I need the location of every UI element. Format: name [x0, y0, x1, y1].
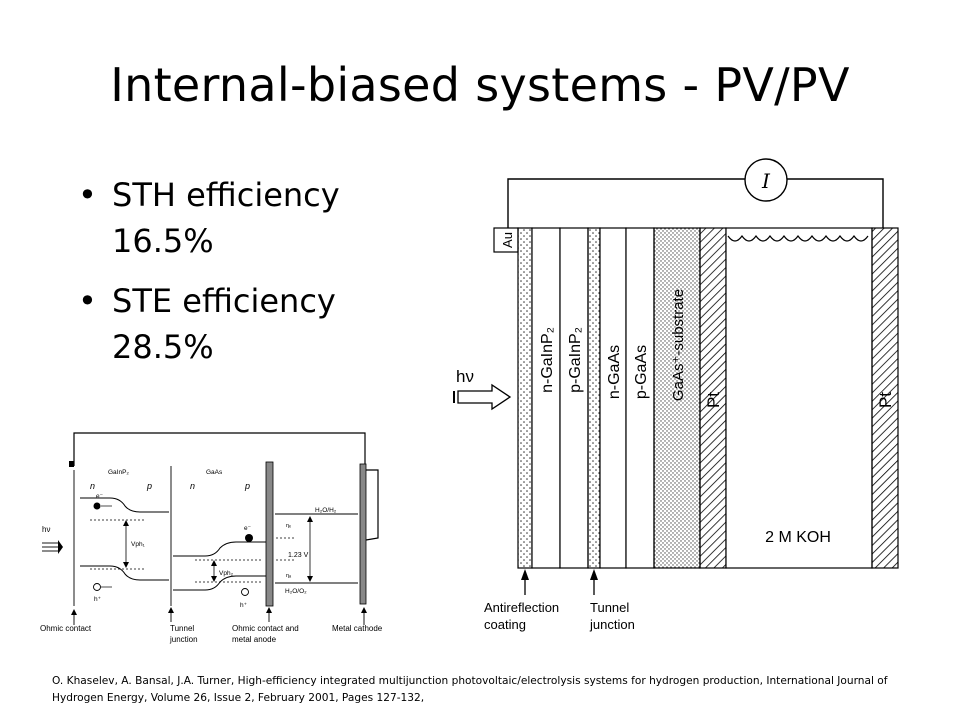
redox-bottom: H₂O/O₂	[285, 588, 307, 595]
label-ohmic-contact: Ohmic contact	[40, 624, 92, 633]
electrolyte-chamber	[725, 227, 873, 569]
eta-a: ηₐ	[286, 573, 292, 579]
label-pt-left: Pt	[704, 392, 723, 408]
region-n1: n	[90, 481, 95, 491]
bullet-list: STH efficiency 16.5% STE efficiency 28.5…	[78, 172, 378, 384]
label-p-gainp2: p-GaInP₂	[567, 327, 584, 393]
tunnel-junction-layer	[587, 227, 601, 569]
slide-title: Internal-biased systems - PV/PV	[110, 58, 850, 112]
label-tunnel-2: junction	[589, 617, 635, 632]
label-metal-cathode: Metal cathode	[332, 624, 383, 633]
voltage-label: 1.23 V	[288, 552, 309, 559]
band-diagram: GaInP₂ GaAs n p n p Vph₁ Vph₂ e⁻ h⁺ e⁻ h…	[40, 432, 383, 644]
pt-electrode-right	[871, 227, 899, 569]
electrolyte-surface	[727, 234, 869, 242]
metal-anode	[265, 461, 274, 607]
region-n2: n	[190, 481, 195, 491]
hole-1	[93, 583, 101, 591]
region-p2: p	[244, 481, 250, 491]
au-label: Au	[500, 232, 515, 248]
bullet-ste-label: STE efficiency	[112, 282, 336, 320]
label-band-tunnel-2: junction	[169, 635, 198, 644]
label-pt-right: Pt	[876, 392, 895, 408]
electron-1	[93, 502, 101, 510]
bullet-sth-value: 16.5%	[112, 222, 214, 260]
au-contact	[493, 227, 519, 253]
label-n-gainp2: n-GaInP₂	[539, 327, 556, 393]
layer-n-gaas	[599, 227, 627, 569]
label-anode-1: Ohmic contact and	[232, 624, 299, 633]
hole-1-label: h⁺	[94, 596, 102, 603]
label-p-gaas: p-GaAs	[633, 345, 650, 399]
layer-n-gainp2-body	[531, 227, 561, 569]
label-gaas-substrate: GaAs⁺-substrate	[670, 289, 687, 401]
hole-2-label: h⁺	[240, 602, 248, 609]
bullet-sth: STH efficiency 16.5%	[78, 172, 378, 264]
redox-top: H₂O/H₂	[315, 507, 337, 514]
metal-cathode	[359, 463, 367, 605]
citation: O. Khaselev, A. Bansal, J.A. Turner, Hig…	[52, 675, 888, 704]
eta-c: ηₑ	[286, 523, 291, 529]
label-antireflection-2: coating	[484, 617, 526, 632]
band-light-label: hν	[42, 525, 50, 534]
band-material-1: GaInP₂	[108, 469, 129, 476]
ammeter	[744, 158, 788, 202]
bullet-sth-label: STH efficiency	[112, 176, 340, 214]
layer-p-gaas	[625, 227, 655, 569]
light-arrow	[457, 383, 512, 411]
label-anode-2: metal anode	[232, 635, 277, 644]
label-koh: 2 M KOH	[765, 529, 831, 546]
label-tunnel-1: Tunnel	[590, 600, 629, 615]
pt-electrode-left	[699, 227, 727, 569]
electron-2	[245, 534, 253, 542]
cell-light-label: hν	[456, 367, 474, 386]
region-p1: p	[146, 481, 152, 491]
ammeter-label: I	[761, 169, 771, 193]
band-material-2: GaAs	[206, 469, 223, 476]
layer-n-gainp2	[517, 227, 533, 569]
layer-p-gainp2	[559, 227, 589, 569]
label-n-gaas: n-GaAs	[606, 345, 623, 399]
label-band-tunnel-1: Tunnel	[170, 624, 194, 633]
hole-2	[241, 588, 249, 596]
vph2-label: Vph₂	[219, 570, 234, 577]
bullet-ste: STE efficiency 28.5%	[78, 278, 378, 370]
electron-2-label: e⁻	[244, 525, 252, 532]
electron-1-label: e⁻	[96, 493, 104, 500]
label-antireflection-1: Antireflection	[484, 600, 559, 615]
cell-diagram: I Au n-GaInP₂ p-GaInP₂ n-GaAs p-GaAs GaA…	[453, 158, 899, 632]
vph1-label: Vph₁	[131, 541, 146, 548]
layer-gaas-substrate	[653, 227, 701, 569]
bullet-ste-value: 28.5%	[112, 328, 214, 366]
